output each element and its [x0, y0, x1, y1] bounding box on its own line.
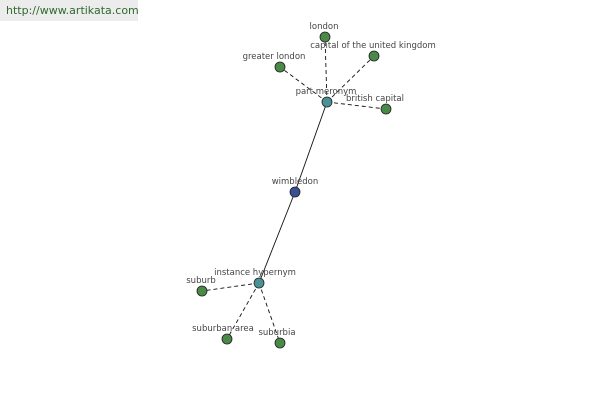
- node-instance-hypernym[interactable]: instance hypernym: [214, 268, 296, 289]
- edge-part-meronym-greater-london: [279, 66, 328, 103]
- leaf-node-label[interactable]: british capital: [346, 94, 404, 104]
- node-wimbledon[interactable]: wimbledon: [272, 177, 319, 198]
- node-greater-london[interactable]: greater london: [243, 52, 306, 73]
- node-part-meronym[interactable]: part meronym: [296, 87, 357, 108]
- leaf-node-circle[interactable]: [274, 61, 286, 73]
- node-london[interactable]: london: [310, 22, 339, 43]
- leaf-node-label[interactable]: suburbia: [258, 328, 295, 338]
- node-british-capital[interactable]: british capital: [346, 94, 404, 115]
- edge-instance-hypernym-suburbia: [258, 282, 281, 344]
- leaf-node-circle[interactable]: [274, 337, 286, 349]
- node-suburb[interactable]: suburb: [186, 276, 216, 297]
- leaf-node-label[interactable]: london: [310, 22, 339, 32]
- leaf-node-label[interactable]: capital of the united kingdom: [310, 41, 436, 51]
- leaf-node-circle[interactable]: [319, 31, 331, 43]
- relation-node-label[interactable]: part meronym: [296, 87, 357, 97]
- node-capital-of-the-united-kingdom[interactable]: capital of the united kingdom: [310, 41, 436, 62]
- leaf-node-label[interactable]: suburb: [186, 276, 216, 286]
- edge-wimbledon-instance-hypernym: [258, 191, 296, 284]
- center-node-circle[interactable]: [289, 186, 301, 198]
- node-suburban-area[interactable]: suburban area: [192, 324, 254, 345]
- leaf-node-circle[interactable]: [196, 285, 208, 297]
- edge-instance-hypernym-suburb: [201, 282, 260, 292]
- edge-instance-hypernym-suburban-area: [226, 282, 260, 340]
- relation-node-circle[interactable]: [321, 96, 333, 108]
- edge-part-meronym-british-capital: [326, 101, 387, 110]
- relation-node-circle[interactable]: [253, 277, 265, 289]
- relation-node-label[interactable]: instance hypernym: [214, 268, 296, 278]
- node-suburbia[interactable]: suburbia: [258, 328, 296, 349]
- leaf-node-circle[interactable]: [380, 103, 392, 115]
- edge-part-meronym-london: [324, 36, 328, 103]
- leaf-node-circle[interactable]: [221, 333, 233, 345]
- leaf-node-label[interactable]: greater london: [243, 52, 306, 62]
- edge-wimbledon-part-meronym: [294, 101, 328, 193]
- leaf-node-label[interactable]: suburban area: [192, 324, 254, 334]
- leaf-node-circle[interactable]: [368, 50, 380, 62]
- site-url-banner[interactable]: http://www.artikata.com: [0, 0, 138, 21]
- center-node-label[interactable]: wimbledon: [272, 177, 319, 187]
- edge-part-meronym-capital-of-the-united-kingdom: [326, 55, 375, 103]
